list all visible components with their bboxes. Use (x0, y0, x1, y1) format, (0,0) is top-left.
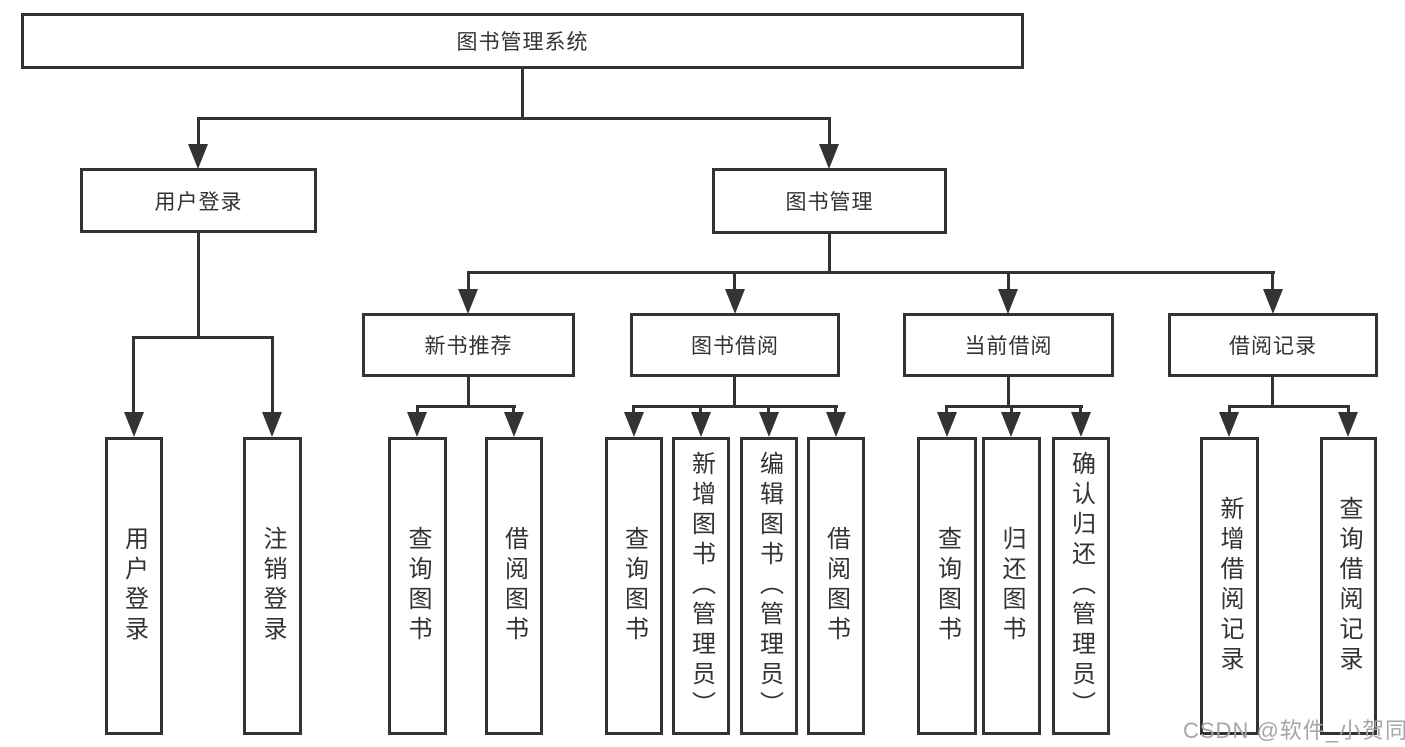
connector-hline (467, 271, 1275, 274)
node-user-login: 用户登录 (80, 168, 317, 233)
node-add-borrow-record: 新增借阅记录 (1200, 437, 1259, 735)
connector-vline (828, 117, 831, 146)
node-library-system: 图书管理系统 (21, 13, 1024, 69)
node-label: 借阅图书 (500, 526, 528, 646)
connector-vline (1007, 377, 1010, 405)
node-label: 图书借阅 (691, 335, 779, 358)
node-label: 查询借阅记录 (1335, 496, 1362, 676)
arrow-down-icon (937, 412, 957, 437)
node-edit-book-admin: 编辑图书（管理员） (740, 437, 798, 735)
node-add-book-admin: 新增图书（管理员） (672, 437, 730, 735)
node-label: 确认归还（管理员） (1067, 451, 1095, 721)
arrow-down-icon (1263, 289, 1283, 314)
arrow-down-icon (1071, 412, 1091, 437)
arrow-down-icon (1338, 412, 1358, 437)
arrow-down-icon (826, 412, 846, 437)
arrow-down-icon (124, 412, 144, 437)
arrow-down-icon (407, 412, 427, 437)
node-label: 用户登录 (154, 190, 243, 214)
arrow-down-icon (504, 412, 524, 437)
node-label: 图书管理 (785, 191, 874, 214)
arrow-down-icon (458, 289, 478, 314)
node-label: 当前借阅 (964, 335, 1053, 358)
node-label: 图书管理系统 (456, 31, 589, 54)
node-label: 注销登录 (259, 526, 286, 646)
node-label: 查询图书 (404, 526, 431, 646)
connector-vline (733, 377, 736, 405)
connector-hline (945, 405, 1083, 408)
csdn-watermark: CSDN @软件_小贺同学 (1183, 718, 1405, 743)
connector-vline (733, 271, 736, 291)
node-label: 新增图书（管理员） (687, 451, 715, 721)
connector-hline (132, 336, 274, 339)
node-label: 归还图书 (998, 526, 1025, 646)
node-confirm-return-admin: 确认归还（管理员） (1052, 437, 1110, 735)
node-query-books: 查询图书 (388, 437, 447, 735)
connector-vline (1271, 271, 1274, 291)
node-label: 编辑图书（管理员） (755, 451, 783, 721)
connector-hline (1228, 405, 1350, 408)
arrow-down-icon (691, 412, 711, 437)
node-query-books: 查询图书 (605, 437, 663, 735)
connector-vline (521, 69, 524, 117)
connector-vline (467, 377, 470, 405)
connector-vline (1007, 271, 1010, 291)
connector-hline (632, 405, 838, 408)
connector-vline (828, 234, 831, 271)
node-return-book: 归还图书 (982, 437, 1041, 735)
node-user-login-leaf: 用户登录 (105, 437, 163, 735)
node-logout-leaf: 注销登录 (243, 437, 302, 735)
arrow-down-icon (725, 289, 745, 314)
node-book-management: 图书管理 (712, 168, 947, 234)
arrow-down-icon (819, 144, 839, 169)
node-current-borrowing: 当前借阅 (903, 313, 1114, 377)
node-borrowing-records: 借阅记录 (1168, 313, 1378, 377)
connector-vline (1271, 377, 1274, 405)
connector-vline (467, 271, 470, 291)
connector-vline (132, 336, 135, 414)
connector-hline (416, 405, 516, 408)
arrow-down-icon (1001, 412, 1021, 437)
node-label: 查询图书 (933, 526, 961, 646)
node-borrow-books: 借阅图书 (807, 437, 865, 735)
arrow-down-icon (998, 289, 1018, 314)
connector-vline (271, 336, 274, 414)
arrow-down-icon (1219, 412, 1239, 437)
connector-hline (197, 117, 831, 120)
node-label: 新书推荐 (424, 335, 513, 358)
node-label: 借阅记录 (1229, 335, 1317, 358)
node-label: 新增借阅记录 (1216, 496, 1243, 676)
arrow-down-icon (624, 412, 644, 437)
node-borrow-books: 借阅图书 (485, 437, 543, 735)
node-label: 用户登录 (120, 526, 148, 646)
node-query-books: 查询图书 (917, 437, 977, 735)
node-label: 借阅图书 (822, 526, 850, 646)
node-new-book-recommendation: 新书推荐 (362, 313, 575, 377)
connector-vline (197, 233, 200, 336)
node-book-borrowing: 图书借阅 (630, 313, 840, 377)
node-label: 查询图书 (620, 526, 648, 646)
arrow-down-icon (759, 412, 779, 437)
arrow-down-icon (262, 412, 282, 437)
node-query-borrow-record: 查询借阅记录 (1320, 437, 1377, 735)
arrow-down-icon (188, 144, 208, 169)
connector-vline (197, 117, 200, 146)
